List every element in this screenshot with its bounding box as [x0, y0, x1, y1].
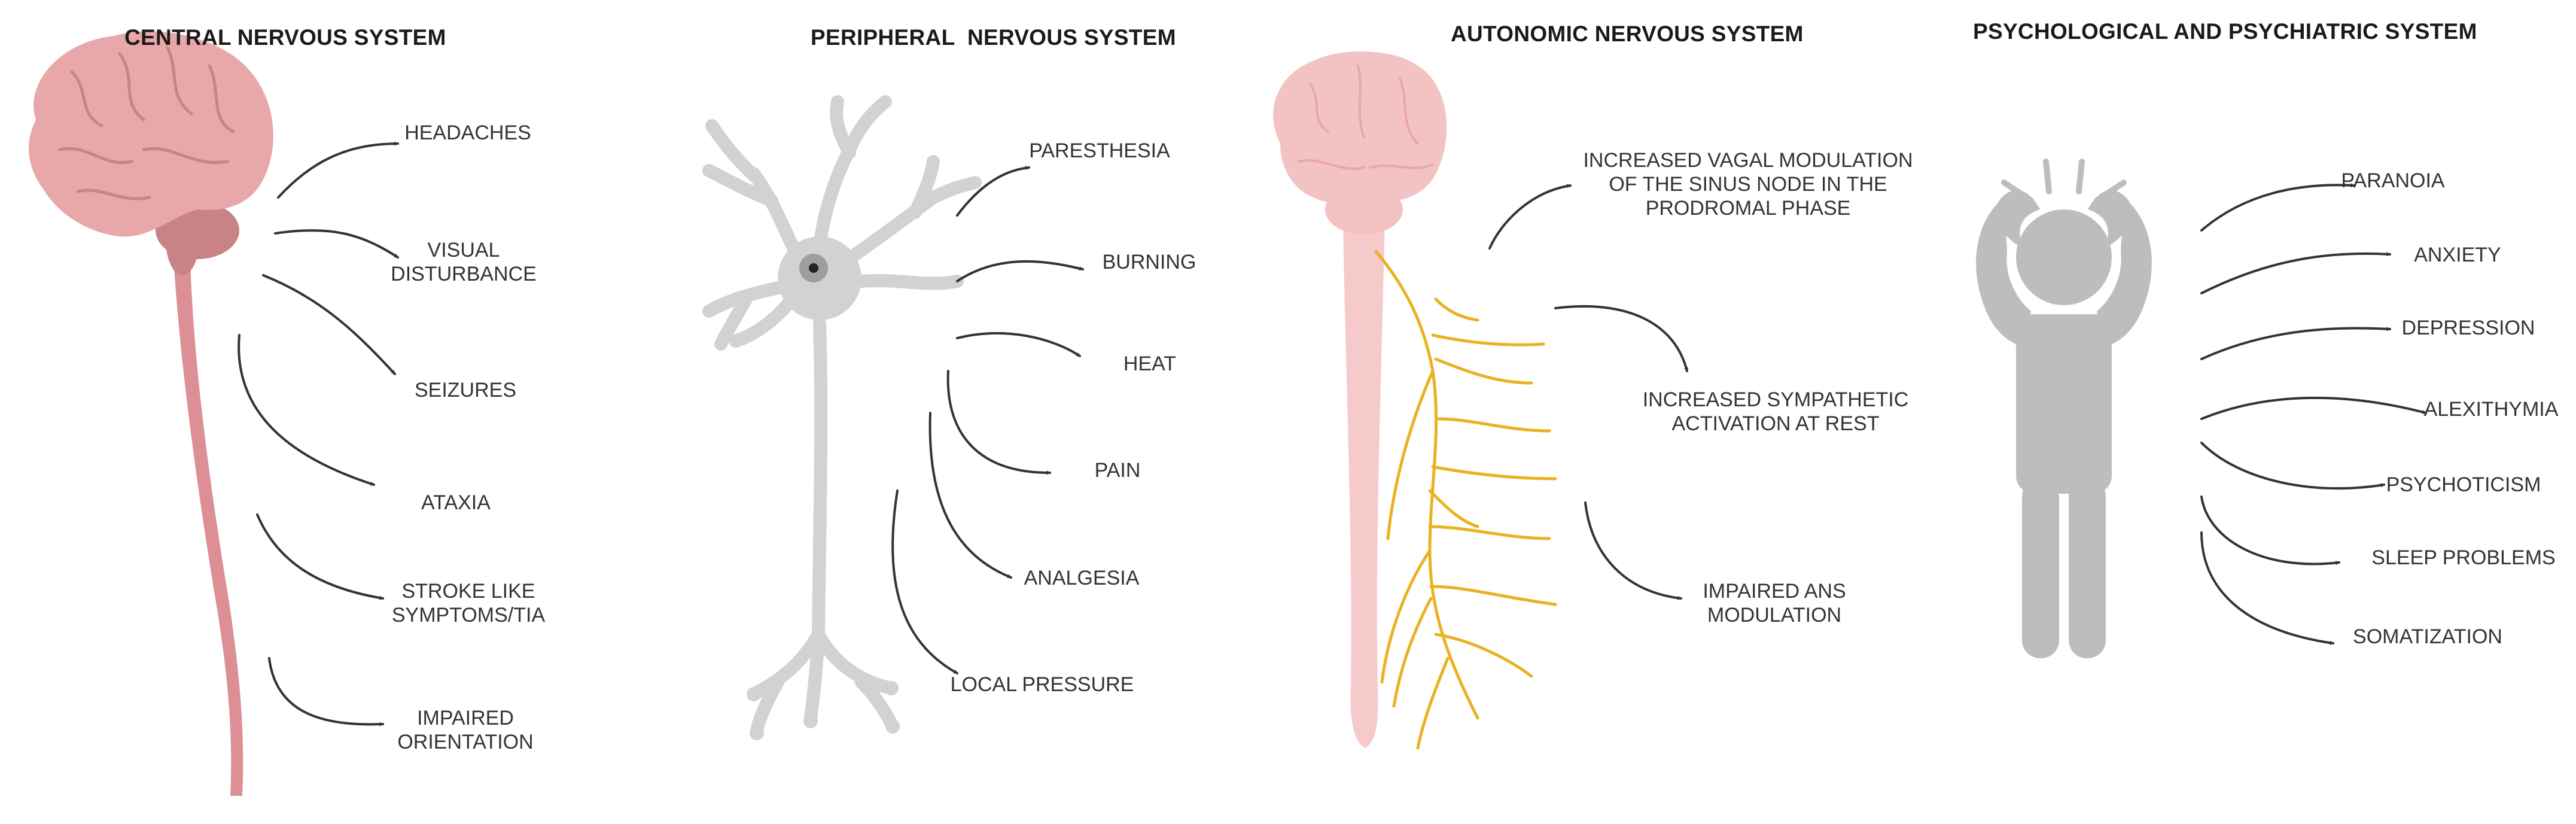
arrow-heat [956, 332, 1081, 357]
label-impaired-orientation: IMPAIRED ORIENTATION [397, 707, 534, 753]
label-psychoticism: PSYCHOTICISM [2386, 473, 2541, 496]
arrow-ataxia [237, 334, 375, 486]
arrow-ans [1584, 501, 1682, 600]
arrow-anxiety [2200, 252, 2391, 294]
arrow-local-pressure [891, 489, 958, 674]
brain-folds [58, 46, 235, 200]
stress-lines [2001, 159, 2127, 203]
spinal-cord [1343, 215, 1385, 748]
arrow-visual-disturbance [274, 229, 399, 259]
arrow-seizures [262, 274, 396, 375]
label-burning: BURNING [1102, 251, 1196, 273]
label-analgesia: ANALGESIA [1024, 567, 1140, 589]
label-pain: PAIN [1094, 459, 1141, 482]
arrow-sympathetic [1554, 305, 1689, 372]
arrow-paresthesia [956, 166, 1030, 217]
arrow-headaches [277, 141, 399, 199]
title-autonomic-nervous-system: AUTONOMIC NERVOUS SYSTEM [1451, 22, 1804, 46]
cerebrum [29, 31, 273, 237]
arrow-stroke [256, 513, 384, 600]
arrow-psychoticism [2200, 442, 2385, 490]
arrow-depression [2200, 327, 2391, 360]
arrow-alexithymia [2200, 396, 2427, 420]
arrow-orientation [268, 657, 384, 726]
label-increased-sympathetic-activation: INCREASED SYMPATHETIC ACTIVATION AT REST [1642, 388, 1909, 435]
autonomic-nerves [1374, 250, 1557, 750]
ans-illustration [1273, 51, 1557, 750]
label-headaches: HEADACHES [404, 121, 531, 144]
arrow-set [237, 141, 2427, 726]
label-alexithymia: ALEXITHYMIA [2423, 398, 2559, 421]
label-paranoia: PARANOIA [2341, 169, 2445, 192]
arrow-pain [946, 370, 1051, 475]
label-ataxia: ATAXIA [421, 491, 491, 514]
arrow-burning [956, 260, 1084, 282]
label-impaired-ans-modulation: IMPAIRED ANS MODULATION [1703, 580, 1846, 627]
arrow-paranoia [2200, 183, 2355, 232]
label-paresthesia: PARESTHESIA [1029, 139, 1170, 162]
brain-folds [1297, 65, 1434, 171]
label-increased-vagal-modulation: INCREASED VAGAL MODULATION OF THE SINUS … [1583, 149, 1913, 220]
neuron-illustration [702, 95, 982, 740]
title-central-nervous-system: CENTRAL NERVOUS SYSTEM [124, 25, 446, 50]
label-local-pressure: LOCAL PRESSURE [950, 673, 1134, 696]
arrow-analgesia [928, 412, 1012, 579]
arrow-vagal [1488, 184, 1572, 250]
label-seizures: SEIZURES [414, 379, 517, 402]
cns-brain-illustration [29, 31, 273, 796]
title-peripheral-nervous-system: PERIPHERAL NERVOUS SYSTEM [811, 25, 1176, 50]
arrow-somatization [2200, 531, 2334, 645]
label-visual-disturbance: VISUAL DISTURBANCE [391, 239, 537, 285]
label-sleep-problems: SLEEP PROBLEMS [2371, 546, 2556, 569]
spinal-cord [173, 257, 243, 796]
label-depression: DEPRESSION [2401, 317, 2535, 339]
label-somatization: SOMATIZATION [2353, 625, 2502, 648]
label-heat: HEAT [1123, 352, 1177, 375]
label-stroke-like-symptoms: STROKE LIKE SYMPTOMS/TIA [391, 580, 546, 627]
label-anxiety: ANXIETY [2414, 244, 2501, 266]
stressed-person-illustration [1976, 159, 2152, 658]
arrow-sleep-problems [2200, 495, 2340, 565]
title-psychological-psychiatric-system: PSYCHOLOGICAL AND PSYCHIATRIC SYSTEM [1973, 19, 2477, 44]
